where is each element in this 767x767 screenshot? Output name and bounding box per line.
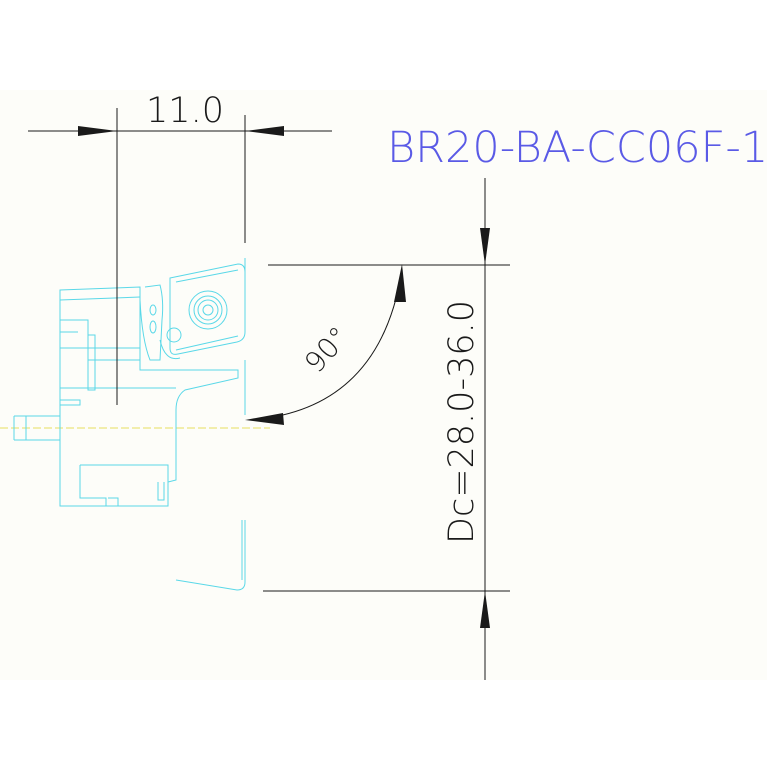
arrow-right-width (245, 126, 284, 136)
arrow-angle-left (245, 413, 284, 425)
width-dimension-label: 11.0 (146, 91, 224, 131)
part-number-title: BR20-BA-CC06F-11 (387, 123, 767, 173)
dimension-arrows (78, 126, 490, 628)
boring-bar-outline (13, 258, 246, 591)
arrow-bottom-dc (480, 591, 490, 628)
drawing-background (0, 90, 767, 680)
arrow-angle-top (394, 264, 406, 302)
arrow-top-dc (480, 228, 490, 265)
arrow-left-width (78, 126, 117, 136)
diameter-dimension-label: Dc=28.0-36.0 (442, 300, 482, 544)
